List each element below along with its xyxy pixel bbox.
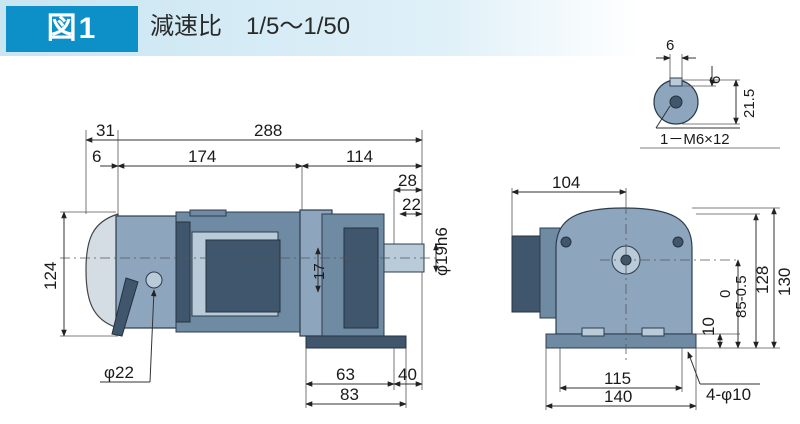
dim-6: 6 [92, 147, 101, 166]
dim-31: 31 [96, 121, 115, 140]
terminal-box-inner [205, 239, 281, 313]
tapped-hole [669, 95, 683, 109]
mounting-foot [305, 335, 407, 349]
leader-holes [687, 351, 701, 385]
front-view: 104 130 128 85-0.5 0 10 115 140 4-φ10 [511, 173, 794, 410]
dim-114: 114 [346, 147, 373, 166]
dim-104: 104 [552, 173, 580, 192]
reduction-ratio-title: 減速比 1/5～1/50 [150, 13, 351, 40]
dim-115: 115 [604, 369, 631, 388]
bolt-right [672, 236, 684, 248]
dim-124: 124 [41, 262, 60, 290]
dim-40: 40 [398, 365, 417, 384]
gearhead-rib [343, 227, 379, 329]
dim-63: 63 [336, 365, 355, 384]
dim-key-depth: 6 [707, 76, 724, 84]
shaft-detail: 6 6 21.5 1－M6×12 [640, 37, 780, 149]
side-view: 31 288 6 174 114 28 22 φ19h6 17 124 φ22 … [41, 121, 451, 408]
dim-130: 130 [775, 268, 794, 296]
dim-17: 17 [311, 263, 328, 280]
front-foot [545, 333, 697, 349]
dim-21-5: 21.5 [741, 89, 758, 118]
leader-phi22-tip [149, 289, 157, 383]
dim-140: 140 [604, 387, 632, 406]
dim-85-tolerance: 85-0.5 [733, 275, 750, 318]
dim-288: 288 [254, 121, 282, 140]
foot-slot-right [641, 327, 665, 337]
keyway [669, 77, 683, 87]
motor-rib [175, 221, 191, 323]
dim-83: 83 [340, 385, 359, 404]
dim-28: 28 [398, 171, 417, 190]
motor-lug [189, 209, 227, 217]
foot-slot-left [581, 327, 605, 337]
dim-shaft-diameter: φ19h6 [432, 227, 451, 276]
figure-label: 図1 [6, 6, 138, 52]
thread-callout: 1－M6×12 [660, 131, 730, 148]
fan-cover [85, 213, 119, 329]
dim-128: 128 [753, 266, 772, 294]
cable-gland [145, 271, 163, 289]
leader-thread [655, 105, 671, 129]
bolt-left [560, 236, 572, 248]
cable [111, 277, 139, 337]
dim-10: 10 [699, 317, 718, 336]
dim-174: 174 [188, 147, 216, 166]
dim-holes: 4-φ10 [706, 385, 751, 404]
dim-85-upper: 0 [717, 290, 734, 298]
title-bar: 図1 減速比 1/5～1/50 [0, 0, 800, 56]
dim-key-width: 6 [666, 37, 674, 54]
dim-22: 22 [402, 195, 421, 214]
dim-phi22: φ22 [104, 363, 134, 382]
